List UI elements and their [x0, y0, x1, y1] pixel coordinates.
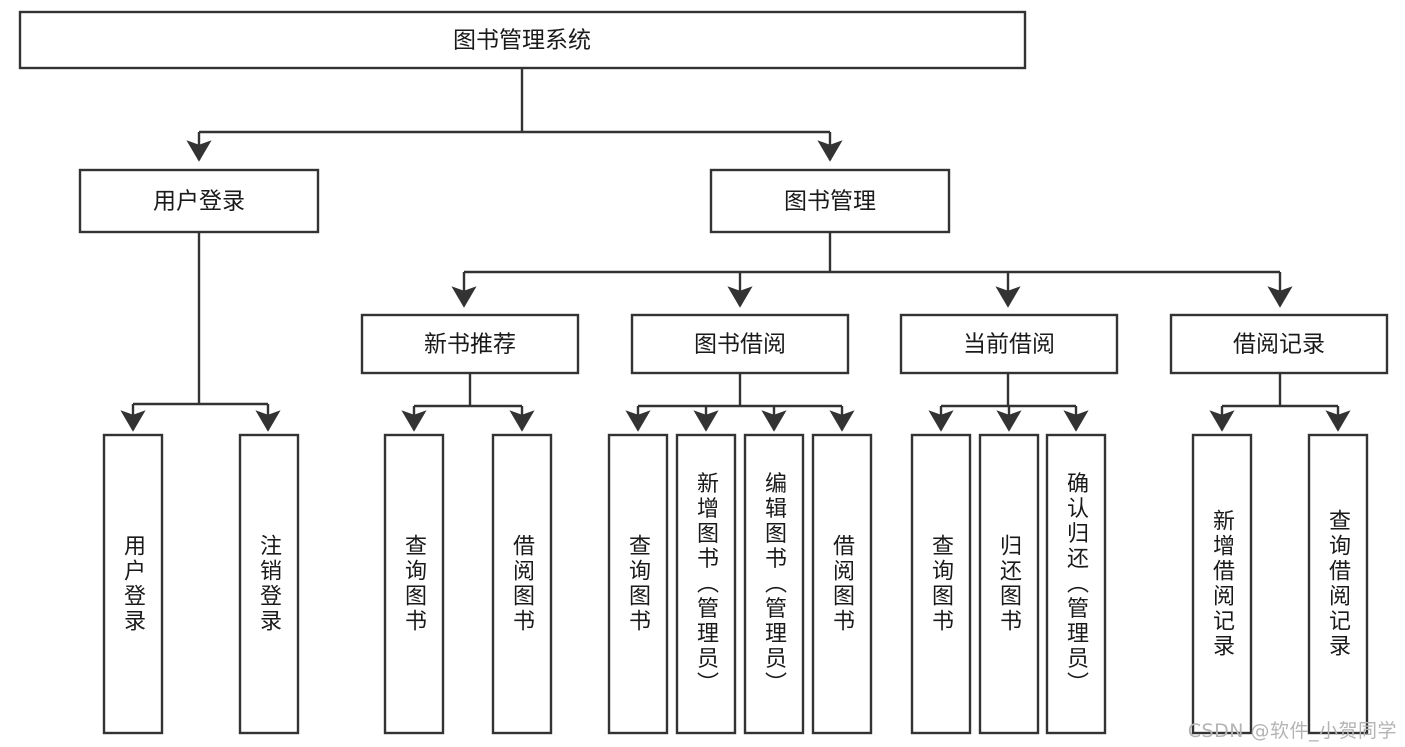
edge-group-book-manage [451, 232, 1293, 308]
node-leaf-query-book-1[interactable]: 查询图书 [383, 433, 445, 735]
node-borrow-record-rect[interactable] [1169, 313, 1389, 375]
node-leaf-user-login-label: 用户登录 [120, 534, 146, 634]
node-leaf-edit-book-label: 编辑图书（管理员） [761, 472, 787, 697]
node-leaf-confirm-return-label: 确认归还（管理员） [1063, 472, 1089, 697]
node-root-rect[interactable] [18, 10, 1027, 70]
node-current-borrow-rect[interactable] [899, 313, 1119, 375]
node-leaf-user-login[interactable]: 用户登录 [102, 433, 164, 735]
node-user-login[interactable]: 用户登录 [78, 168, 320, 234]
node-leaf-query-book-2[interactable]: 查询图书 [607, 433, 669, 735]
node-leaf-query-book-2-rect[interactable] [607, 433, 669, 735]
node-current-borrow[interactable]: 当前借阅 [899, 313, 1119, 375]
node-leaf-return-book-rect[interactable] [978, 433, 1040, 735]
node-leaf-add-book[interactable]: 新增图书（管理员） [675, 433, 737, 735]
node-leaf-query-book-2-label: 查询图书 [625, 534, 651, 634]
csdn-watermark: CSDN @软件_小贺同学 [1187, 720, 1397, 742]
node-leaf-add-record[interactable]: 新增借阅记录 [1191, 433, 1253, 735]
node-leaf-logout-rect[interactable] [238, 433, 300, 735]
edge-group-user-login [120, 232, 281, 432]
node-leaf-borrow-book-2-label: 借阅图书 [829, 534, 855, 634]
node-borrow-record[interactable]: 借阅记录 [1169, 313, 1389, 375]
node-leaf-query-record-rect[interactable] [1307, 433, 1369, 735]
node-root-label: 图书管理系统 [453, 28, 591, 54]
node-leaf-borrow-book-1-label: 借阅图书 [509, 534, 535, 634]
node-user-login-label: 用户登录 [153, 189, 245, 215]
node-book-manage-label: 图书管理 [784, 189, 876, 215]
node-leaf-borrow-book-1-rect[interactable] [491, 433, 553, 735]
node-leaf-user-login-rect[interactable] [102, 433, 164, 735]
node-current-borrow-label: 当前借阅 [963, 332, 1055, 358]
node-book-borrow-label: 图书借阅 [694, 332, 786, 358]
edge-group-new-book [401, 373, 535, 432]
node-user-login-rect[interactable] [78, 168, 320, 234]
node-leaf-borrow-book-2[interactable]: 借阅图书 [811, 433, 873, 735]
node-new-book-recommend-rect[interactable] [360, 313, 580, 375]
node-leaf-query-book-1-rect[interactable] [383, 433, 445, 735]
node-leaf-query-record[interactable]: 查询借阅记录 [1307, 433, 1369, 735]
node-leaf-edit-book-rect[interactable] [743, 433, 805, 735]
node-leaf-return-book[interactable]: 归还图书 [978, 433, 1040, 735]
node-new-book-recommend-label: 新书推荐 [424, 332, 516, 358]
node-leaf-add-book-label: 新增图书（管理员） [693, 472, 719, 697]
edge-group-borrow [625, 373, 855, 432]
edge-group-current [928, 373, 1089, 432]
node-book-borrow-rect[interactable] [630, 313, 850, 375]
node-leaf-query-book-3[interactable]: 查询图书 [910, 433, 972, 735]
node-book-borrow[interactable]: 图书借阅 [630, 313, 850, 375]
node-book-manage-rect[interactable] [709, 168, 951, 234]
node-leaf-edit-book[interactable]: 编辑图书（管理员） [743, 433, 805, 735]
node-borrow-record-label: 借阅记录 [1233, 332, 1325, 358]
node-leaf-confirm-return-rect[interactable] [1045, 433, 1107, 735]
node-root[interactable]: 图书管理系统 [18, 10, 1027, 70]
node-leaf-add-book-rect[interactable] [675, 433, 737, 735]
node-leaf-query-record-label: 查询借阅记录 [1325, 509, 1351, 659]
node-leaf-borrow-book-2-rect[interactable] [811, 433, 873, 735]
node-leaf-logout[interactable]: 注销登录 [238, 433, 300, 735]
edge-group-root [186, 68, 843, 162]
node-leaf-logout-label: 注销登录 [256, 534, 282, 634]
node-leaf-confirm-return[interactable]: 确认归还（管理员） [1045, 433, 1107, 735]
node-leaf-query-book-3-label: 查询图书 [928, 534, 954, 634]
node-new-book-recommend[interactable]: 新书推荐 [360, 313, 580, 375]
node-leaf-query-book-1-label: 查询图书 [401, 534, 427, 634]
node-book-manage[interactable]: 图书管理 [709, 168, 951, 234]
node-leaf-add-record-rect[interactable] [1191, 433, 1253, 735]
node-leaf-query-book-3-rect[interactable] [910, 433, 972, 735]
node-leaf-add-record-label: 新增借阅记录 [1209, 509, 1235, 659]
node-leaf-borrow-book-1[interactable]: 借阅图书 [491, 433, 553, 735]
edge-group-record [1209, 373, 1351, 432]
node-leaf-return-book-label: 归还图书 [996, 534, 1022, 634]
